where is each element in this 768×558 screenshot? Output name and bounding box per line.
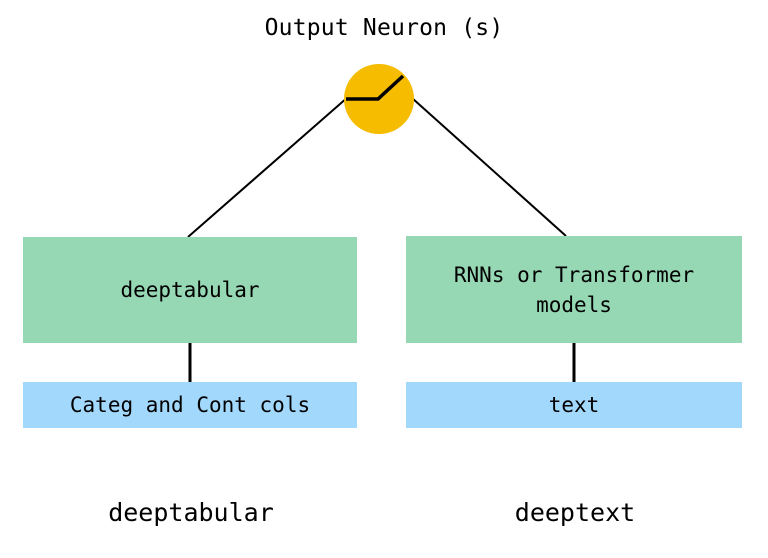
edge-neuron-to-deeptext <box>411 97 567 237</box>
box-deeptabular-model[interactable]: deeptabular <box>23 237 357 343</box>
page-title: Output Neuron (s) <box>264 15 504 41</box>
edge-neuron-to-deeptabular <box>187 96 349 238</box>
box-deeptext-model[interactable]: RNNs or Transformer models <box>406 236 742 343</box>
box-deeptext-data[interactable]: text <box>406 382 742 428</box>
caption-deeptext: deeptext <box>514 498 636 527</box>
box-deeptabular-data[interactable]: Categ and Cont cols <box>23 382 357 428</box>
caption-deeptabular: deeptabular <box>108 498 274 527</box>
relu-activation-icon <box>346 74 405 101</box>
